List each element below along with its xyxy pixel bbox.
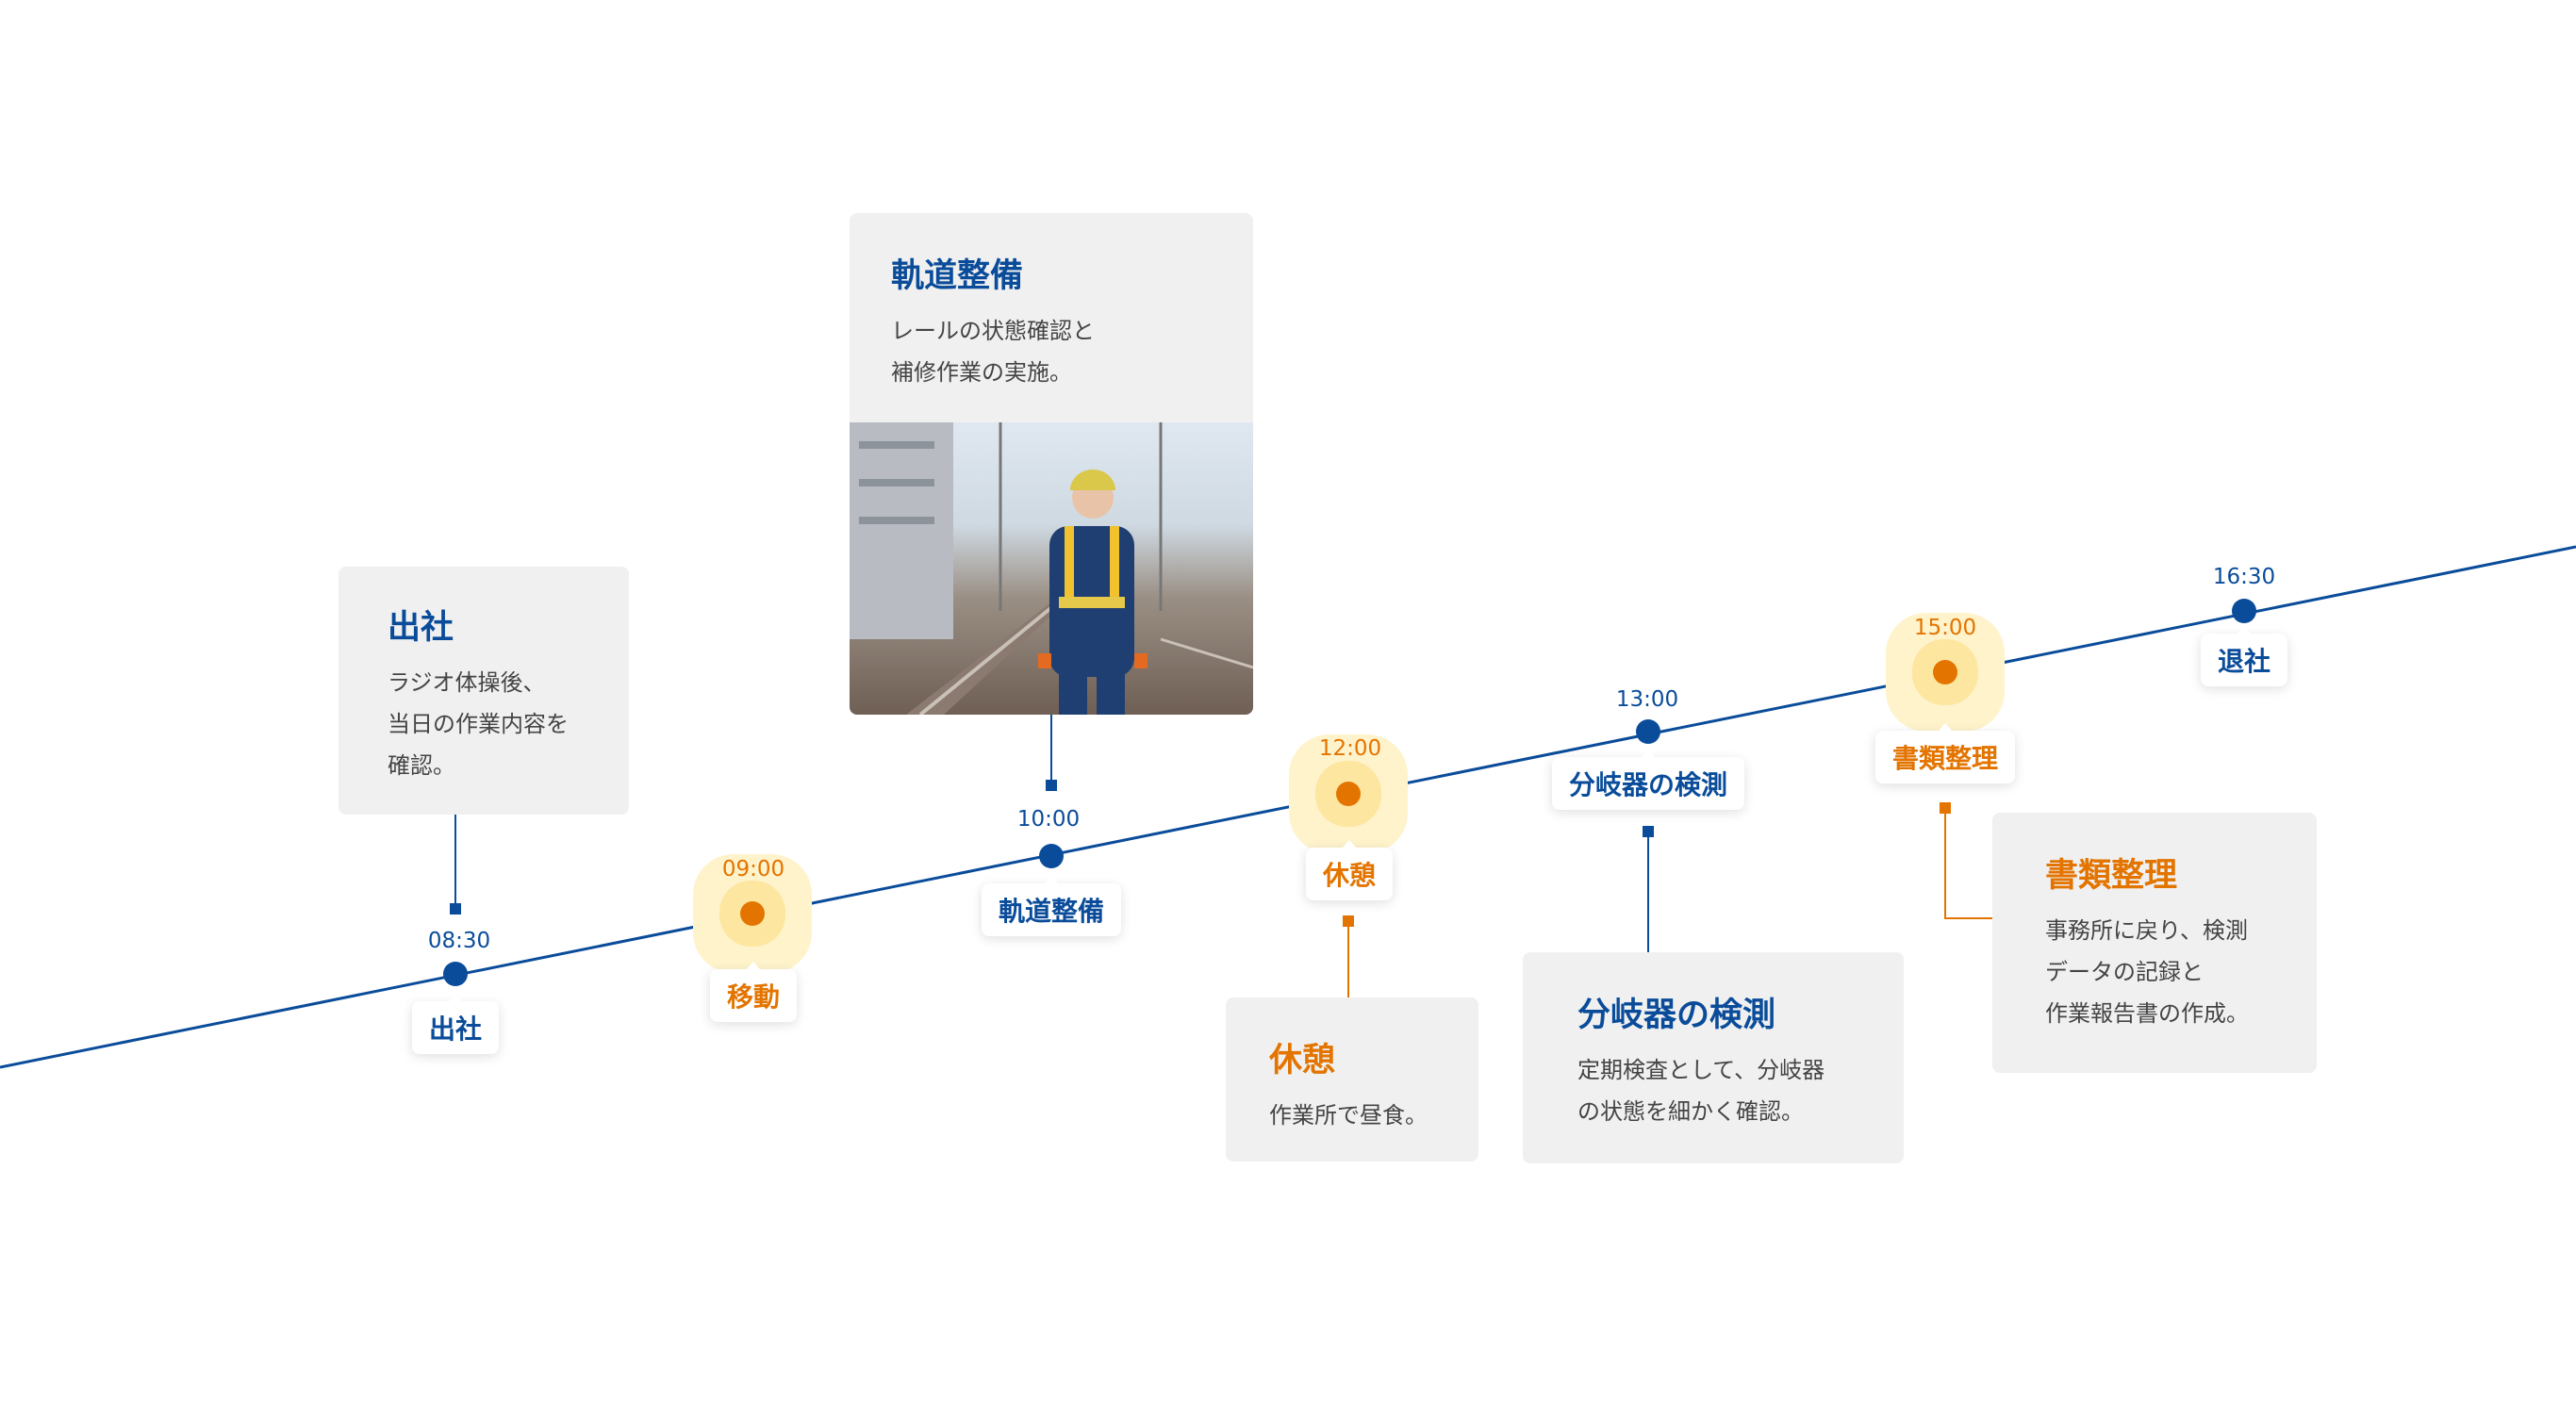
event-card-track-maintenance: 軌道整備 レールの状態確認と 補修作業の実施。 <box>850 213 1253 715</box>
timeline-node[interactable] <box>1336 782 1361 806</box>
time-label: 13:00 <box>1615 687 1679 712</box>
connector <box>454 815 456 909</box>
connector <box>1347 921 1349 997</box>
timeline-node[interactable] <box>443 962 468 986</box>
event-label: 分岐器の検測 <box>1551 750 1745 810</box>
connector-end <box>1643 826 1654 837</box>
card-body: 事務所に戻り、検測 データの記録と 作業報告書の作成。 <box>2045 917 2249 1027</box>
connector-end <box>450 903 461 915</box>
event-label: 出社 <box>411 994 500 1054</box>
track-worker-photo <box>850 422 1253 715</box>
connector-end <box>1046 780 1057 791</box>
card-body: 作業所で昼食。 <box>1269 1102 1428 1129</box>
event-label: 退社 <box>2200 626 2288 686</box>
connector-end <box>1343 915 1354 927</box>
card-title: 出社 <box>388 609 454 647</box>
timeline-node[interactable] <box>740 901 765 926</box>
card-body: 定期検査として、分岐器 の状態を細かく確認。 <box>1577 1057 1825 1125</box>
event-card-switch-inspection: 分岐器の検測 定期検査として、分岐器 の状態を細かく確認。 <box>1523 952 1904 1163</box>
card-title: 軌道整備 <box>891 257 1024 295</box>
connector <box>1647 832 1649 952</box>
card-body: レールの状態確認と 補修作業の実施。 <box>891 318 1095 386</box>
event-card-break: 休憩 作業所で昼食。 <box>1226 997 1478 1162</box>
event-card-paperwork: 書類整理 事務所に戻り、検測 データの記録と 作業報告書の作成。 <box>1992 813 2317 1073</box>
timeline-node[interactable] <box>1933 660 1957 684</box>
connector <box>1944 808 1946 919</box>
card-body: ラジオ体操後、 当日の作業内容を 確認。 <box>388 669 569 779</box>
time-label: 15:00 <box>1913 616 1977 640</box>
event-label: 軌道整備 <box>981 876 1122 936</box>
event-label: 移動 <box>709 962 798 1022</box>
time-label: 10:00 <box>1016 807 1081 832</box>
connector <box>1944 917 1992 919</box>
event-label: 書類整理 <box>1874 723 2016 783</box>
card-title: 分岐器の検測 <box>1577 997 1776 1034</box>
event-card-arrival: 出社 ラジオ体操後、 当日の作業内容を 確認。 <box>339 567 629 815</box>
card-title: 休憩 <box>1269 1042 1336 1080</box>
time-label: 08:30 <box>427 929 491 953</box>
card-title: 書類整理 <box>2045 857 2178 895</box>
event-label: 休憩 <box>1305 840 1394 900</box>
time-label: 09:00 <box>721 857 785 882</box>
time-label: 12:00 <box>1318 736 1382 761</box>
connector <box>1050 715 1052 786</box>
time-label: 16:30 <box>2212 565 2276 589</box>
timeline-node[interactable] <box>1039 844 1064 868</box>
photo-illustration <box>850 422 1253 715</box>
timeline-node[interactable] <box>2232 599 2256 623</box>
timeline-node[interactable] <box>1636 719 1660 744</box>
connector-end <box>1940 802 1951 814</box>
